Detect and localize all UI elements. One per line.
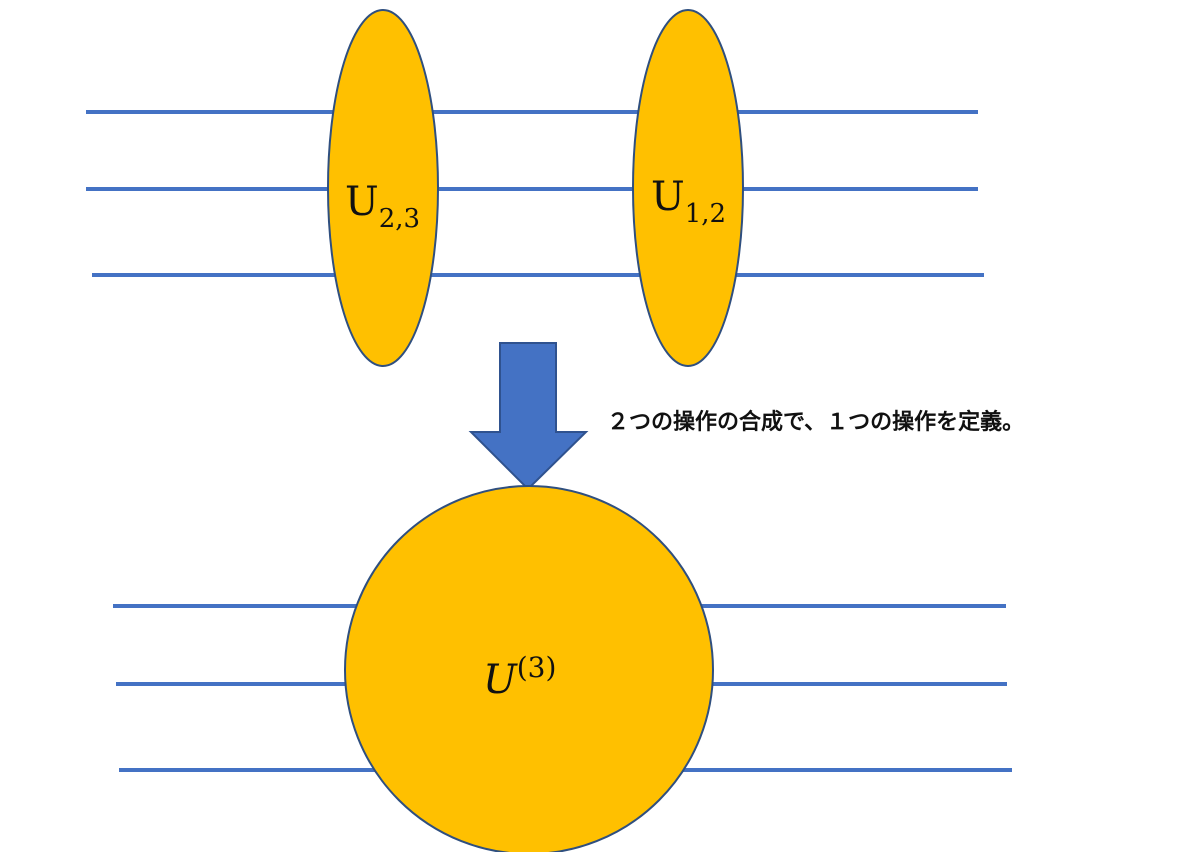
gate-u12-shape: [632, 9, 744, 367]
gate-u23-shape: [327, 9, 439, 367]
gate-u23: U2,3: [327, 9, 439, 367]
gate-u3: U(3): [344, 485, 714, 852]
gate-u12: U1,2: [632, 9, 744, 367]
gate-u3-label: U(3): [483, 651, 556, 703]
gate-u23-label: U2,3: [345, 179, 420, 234]
top-wires: [86, 110, 984, 277]
down-arrow: [468, 342, 589, 491]
gate-u12-label: U1,2: [651, 174, 726, 229]
composition-caption: ２つの操作の合成で、１つの操作を定義。: [607, 410, 1025, 435]
gate-u3-shape: [344, 485, 714, 852]
